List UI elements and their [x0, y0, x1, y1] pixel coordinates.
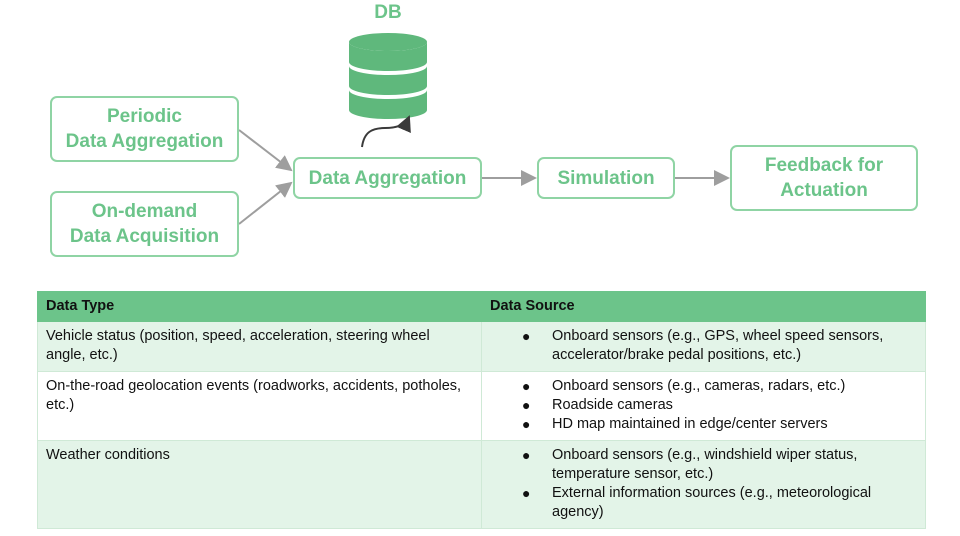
data-source-table: Data Type Data Source Vehicle status (po… [37, 291, 926, 529]
table-row: On-the-road geolocation events (roadwork… [37, 371, 926, 441]
diagram-connectors [238, 33, 730, 225]
periodic-data-aggregation-box: Periodic Data Aggregation [50, 96, 239, 162]
data-aggregation-box: Data Aggregation [293, 157, 482, 199]
bullet-icon: ● [522, 485, 531, 501]
db-label: DB [374, 2, 402, 23]
source-text: Onboard sensors (e.g., GPS, wheel speed … [552, 328, 884, 363]
data-flow-diagram: DB Periodic Data Aggregation On-demand D… [50, 2, 918, 257]
bullet-icon: ● [522, 416, 531, 432]
data-type-cell: Weather conditions [37, 440, 482, 529]
table-header-row: Data Type Data Source [37, 291, 926, 322]
arrow-ondemand-to-aggregation [238, 181, 293, 225]
source-list: ● Onboard sensors (e.g., GPS, wheel speed… [492, 327, 917, 365]
database-icon [349, 33, 427, 119]
bullet-icon: ● [522, 378, 531, 394]
data-source-cell: ● Onboard sensors (e.g., windshield wiper… [481, 440, 926, 529]
header-data-source: Data Source [481, 291, 926, 322]
list-item: ● HD map maintained in edge/center server… [522, 415, 917, 434]
source-text: Roadside cameras [552, 397, 673, 413]
source-list: ● Onboard sensors (e.g., windshield wiper… [492, 446, 917, 522]
table-row: Weather conditions ● Onboard sensors (e.g… [37, 440, 926, 529]
source-text: Onboard sensors (e.g., windshield wiper … [552, 447, 858, 482]
bullet-icon: ● [522, 447, 531, 463]
list-item: ● Onboard sensors (e.g., GPS, wheel speed… [522, 327, 917, 365]
source-text: External information sources (e.g., mete… [552, 485, 872, 520]
bullet-icon: ● [522, 397, 531, 413]
source-text: HD map maintained in edge/center servers [552, 416, 828, 432]
data-type-cell: On-the-road geolocation events (roadwork… [37, 371, 482, 441]
data-type-cell: Vehicle status (position, speed, acceler… [37, 321, 482, 372]
data-source-cell: ● Onboard sensors (e.g., cameras, radars,… [481, 371, 926, 441]
table-row: Vehicle status (position, speed, acceler… [37, 321, 926, 372]
bullet-icon: ● [522, 328, 531, 344]
data-source-cell: ● Onboard sensors (e.g., GPS, wheel speed… [481, 321, 926, 372]
list-item: ● External information sources (e.g., met… [522, 484, 917, 522]
simulation-box: Simulation [537, 157, 675, 199]
list-item: ● Roadside cameras [522, 396, 917, 415]
source-list: ● Onboard sensors (e.g., cameras, radars,… [492, 377, 917, 434]
header-data-type: Data Type [37, 291, 482, 322]
list-item: ● Onboard sensors (e.g., windshield wiper… [522, 446, 917, 484]
arrow-periodic-to-aggregation [238, 129, 293, 172]
list-item: ● Onboard sensors (e.g., cameras, radars,… [522, 377, 917, 396]
on-demand-data-acquisition-box: On-demand Data Acquisition [50, 191, 239, 257]
db-store-arrow [361, 115, 411, 148]
source-text: Onboard sensors (e.g., cameras, radars, … [552, 378, 846, 394]
feedback-for-actuation-box: Feedback for Actuation [730, 145, 918, 211]
